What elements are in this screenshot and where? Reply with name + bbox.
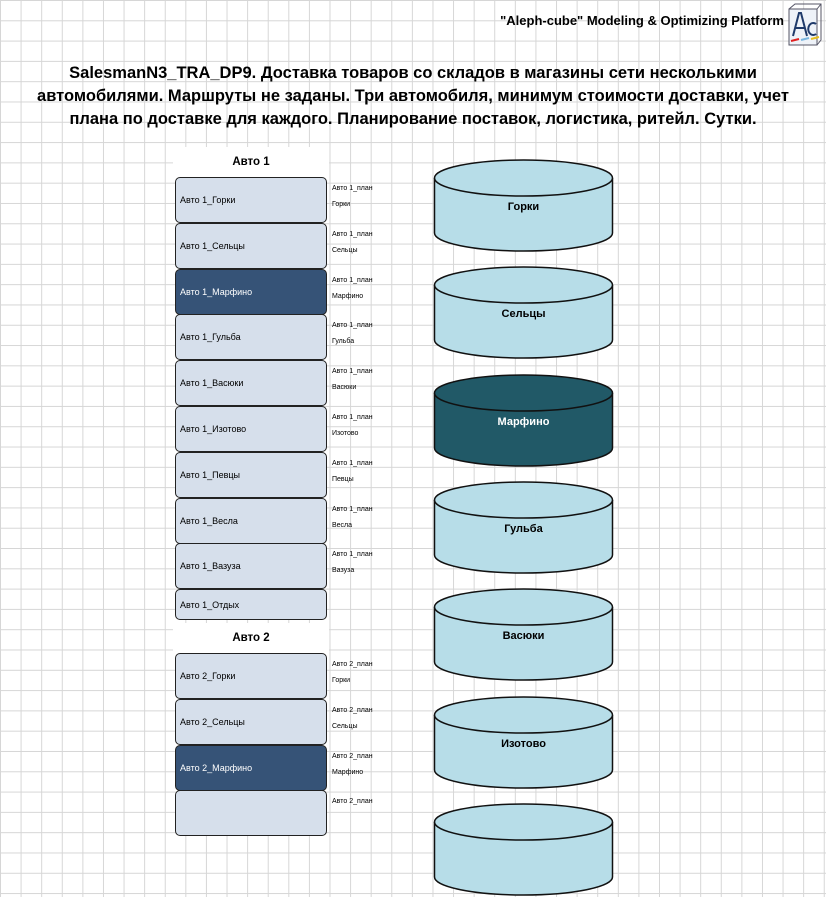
store-cylinder[interactable]: Сельцы [433, 266, 614, 360]
plan-text: Авто 2_план [332, 752, 373, 760]
title-line: SalesmanN3_TRA_DP9. Доставка товаров со … [69, 64, 757, 82]
vehicle-stop-button[interactable]: Авто 1_Певцы [175, 451, 327, 498]
plan-text: Марфино [332, 768, 364, 776]
vehicle-stop-button[interactable]: Авто 1_Весла [175, 497, 327, 544]
plan-text: Горки [332, 677, 351, 684]
plan-text: Авто 1_план [332, 322, 373, 330]
vehicle-stop-label: Авто 1_Отдых [180, 599, 240, 610]
vehicle-stop-button[interactable]: Авто 1_Васюки [175, 360, 327, 407]
store-name: Изотово [501, 737, 546, 750]
store-name: Марфино [497, 415, 550, 428]
plan-text: Вазуза [332, 567, 355, 575]
store-name: Горки [507, 201, 540, 213]
group-header: Авто 2 [173, 623, 329, 653]
title-line: плана по доставке для каждого. Планирова… [69, 110, 757, 128]
vehicle-stop-button[interactable]: Авто 2_Марфино [175, 744, 327, 791]
aleph-cube-logo [788, 3, 822, 46]
plan-text: Авто 1_план [332, 368, 373, 376]
plan-text: Весла [332, 521, 353, 529]
plan-text: Авто 1_план [332, 276, 373, 284]
vehicle-stop-label: Авто 1_Гульба [180, 332, 241, 343]
vehicle-stop-button[interactable]: Авто 1_Марфино [175, 268, 327, 315]
cylinder-shape [433, 481, 614, 574]
vehicle-stop-label: Авто 2_Горки [180, 671, 236, 681]
store-name: Васюки [502, 630, 545, 643]
plan-text: Авто 1_план [332, 185, 373, 192]
vehicle-stop-button[interactable]: Авто 2_Сельцы [175, 698, 327, 745]
vehicle-stop-label: Авто 1_Весла [180, 515, 238, 526]
store-cylinder[interactable]: Гульба [433, 481, 614, 575]
plan-text: Авто 1_план [332, 414, 373, 421]
plan-text: Гульба [332, 338, 355, 346]
vehicle-stop-button[interactable]: Авто 1_Горки [175, 177, 327, 223]
vehicle-stop-label: Авто 1_Горки [180, 195, 236, 205]
cylinder-shape [433, 159, 614, 252]
store-cylinder[interactable]: Горки [433, 159, 614, 253]
plan-text: Авто 2_план [332, 706, 373, 714]
platform-brand: "Aleph-cube" Modeling & Optimizing Platf… [500, 13, 784, 28]
vehicle-stop-label: Авто 2_Марфино [180, 762, 253, 773]
plan-text: Авто 1_план [332, 551, 373, 559]
vehicle-stop-button[interactable]: Авто 1_Сельцы [175, 222, 327, 269]
plan-text: Певцы [332, 475, 354, 483]
vehicle-stop-label: Авто 1_Вазуза [180, 561, 241, 572]
plan-text: Сельцы [332, 722, 358, 730]
vehicle-stop-label: Авто 2_Сельцы [180, 716, 245, 727]
vehicle-stop-label: Авто 1_Изотово [180, 424, 247, 434]
vehicle-stop-label: Авто 1_Марфино [180, 286, 253, 297]
vehicle-stop-button[interactable]: Авто 1_Отдых [175, 589, 327, 621]
cylinder-shape [433, 373, 614, 467]
plan-text: Горки [332, 201, 351, 208]
store-cylinder[interactable]: Изотово [433, 695, 614, 790]
plan-text: Авто 1_план [332, 230, 373, 238]
plan-text: Авто 1_план [332, 505, 373, 513]
page-title: SalesmanN3_TRA_DP9. Доставка товаров со … [0, 62, 826, 131]
title-line: автомобилями. Маршруты не заданы. Три ав… [37, 87, 789, 105]
vehicle-stop-label: Авто 1_Певцы [180, 469, 241, 480]
vehicle-stop-button[interactable]: Авто 1_Изотово [175, 406, 327, 452]
vehicle-stop-button[interactable]: Авто 2_Горки [175, 653, 327, 699]
vehicle-stop-button[interactable] [175, 790, 327, 837]
vehicle-stop-button[interactable]: Авто 1_Гульба [175, 314, 327, 361]
vehicle-stop-label: Авто 1_Сельцы [180, 240, 245, 251]
store-name: Сельцы [501, 308, 546, 321]
cylinder-shape [433, 803, 614, 896]
store-name: Гульба [504, 522, 543, 535]
group-header: Авто 1 [173, 147, 329, 177]
store-cylinder[interactable]: Васюки [433, 588, 614, 682]
plan-text: Авто 1_план [332, 459, 373, 467]
cylinder-shape [433, 588, 614, 681]
vehicle-stop-label: Авто 1_Васюки [180, 378, 244, 389]
plan-text: Васюки [332, 384, 357, 392]
store-cylinder[interactable]: Марфино [433, 373, 614, 468]
plan-text: Марфино [332, 292, 364, 300]
plan-text: Авто 2_план [332, 798, 373, 806]
plan-text: Авто 2_план [332, 661, 373, 668]
cylinder-shape [433, 266, 614, 360]
plan-text: Изотово [332, 430, 359, 437]
vehicle-stop-button[interactable]: Авто 1_Вазуза [175, 543, 327, 590]
store-cylinder[interactable] [433, 803, 614, 897]
plan-text: Сельцы [332, 246, 358, 254]
plan-label: Авто 2_план [332, 794, 373, 810]
cylinder-shape [433, 695, 614, 789]
